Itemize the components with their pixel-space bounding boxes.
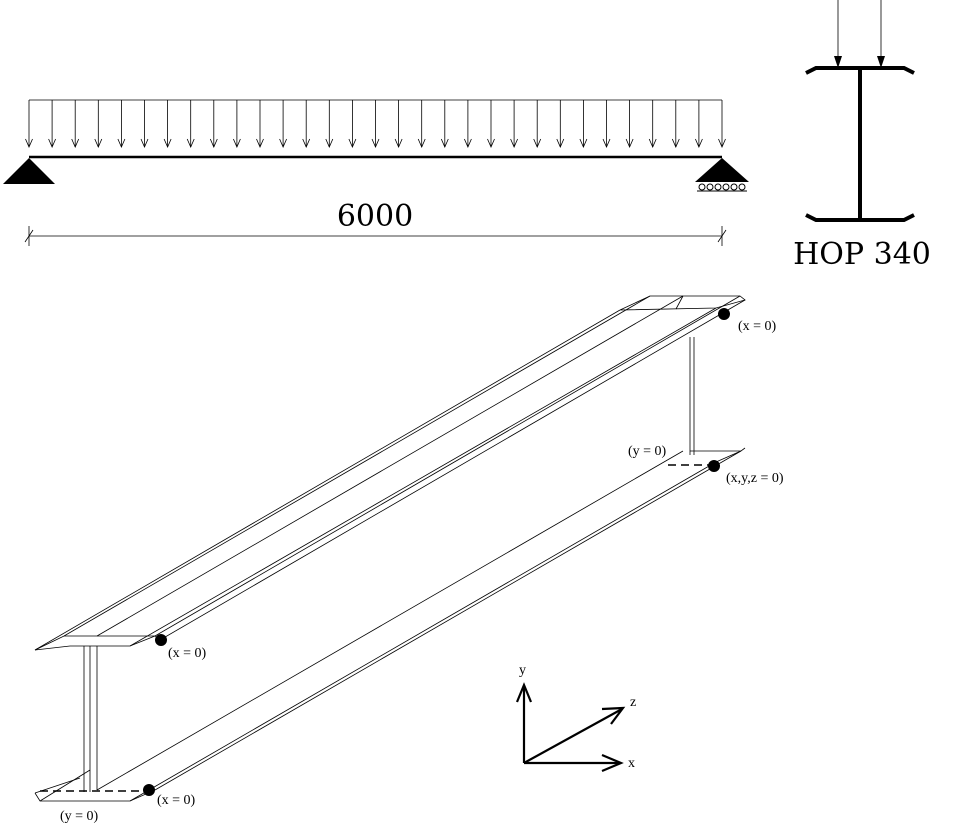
load-arrow-icon (48, 100, 56, 148)
load-arrow-icon (140, 100, 149, 148)
z-axis-arrow-icon (601, 706, 626, 725)
load-arrow-icon (718, 100, 726, 148)
load-arrow-icon (695, 100, 703, 148)
isometric-beam: (x = 0) (y = 0) (x,y,z = 0) (x = 0) (x =… (34, 295, 784, 824)
load-arrow-icon (25, 100, 33, 148)
span-dimension-label: 6000 (337, 199, 413, 234)
load-arrow-icon (579, 100, 588, 148)
section-label: HOP 340 (793, 237, 931, 272)
distributed-load-arrows (25, 100, 726, 148)
load-arrow-icon (877, 56, 885, 68)
origin-dot-xyz (708, 460, 720, 472)
load-arrow-icon (279, 100, 287, 148)
label-left-bottom-x0: (x = 0) (157, 793, 196, 808)
web-3d-far (689, 337, 695, 455)
axis-label-y: y (519, 663, 526, 678)
y-axis-arrow-icon (515, 682, 533, 703)
roller-support-icon (695, 158, 749, 192)
load-arrow-icon (233, 100, 241, 148)
web-3d-near (83, 646, 98, 792)
beam-elevation: 6000 (3, 99, 749, 246)
load-arrow-icon (117, 100, 126, 148)
load-arrow-icon (94, 100, 103, 148)
load-arrow-icon (671, 100, 680, 148)
load-arrow-icon (71, 100, 80, 148)
origin-dot-top-right (718, 308, 730, 320)
coordinate-axes: y x z (515, 663, 636, 773)
load-arrow-icon (417, 100, 426, 148)
label-right-y0: (y = 0) (628, 444, 667, 459)
load-arrow-icon (209, 100, 218, 148)
label-xyz0: (x,y,z = 0) (726, 471, 784, 486)
load-arrow-icon (487, 100, 495, 148)
axis-label-x: x (628, 756, 635, 771)
load-arrow-icon (163, 100, 172, 148)
bottom-flange-3d (34, 447, 746, 802)
load-arrow-icon (556, 100, 565, 148)
load-arrow-icon (256, 100, 264, 148)
bottom-flange (805, 213, 915, 222)
label-left-bottom-y0: (y = 0) (60, 809, 99, 824)
origin-dot-bottom-left (143, 784, 155, 796)
cross-section: HOP 340 (793, 0, 931, 272)
load-arrow-icon (602, 100, 611, 148)
origin-dot-top-left (155, 634, 167, 646)
load-arrow-icon (348, 100, 357, 148)
top-flange-3d (34, 295, 746, 651)
load-arrow-icon (394, 100, 403, 148)
load-arrow-icon (464, 100, 472, 148)
load-arrow-icon (186, 100, 195, 148)
load-arrow-icon (625, 100, 634, 148)
load-arrow-icon (371, 100, 380, 148)
label-top-right-x0: (x = 0) (738, 319, 777, 334)
load-arrow-icon (510, 100, 518, 148)
load-arrow-icon (325, 100, 334, 148)
z-axis (523, 708, 623, 764)
load-arrow-icon (648, 100, 657, 148)
load-arrow-icon (302, 100, 311, 148)
pinned-support-icon (3, 158, 55, 184)
load-arrow-icon (440, 100, 449, 148)
load-arrow-icon (533, 100, 542, 148)
span-dimension: 6000 (24, 199, 727, 246)
x-axis-arrow-icon (601, 753, 624, 773)
axis-label-z: z (630, 695, 636, 710)
load-arrow-icon (834, 56, 842, 68)
label-left-top-x0: (x = 0) (168, 646, 207, 661)
